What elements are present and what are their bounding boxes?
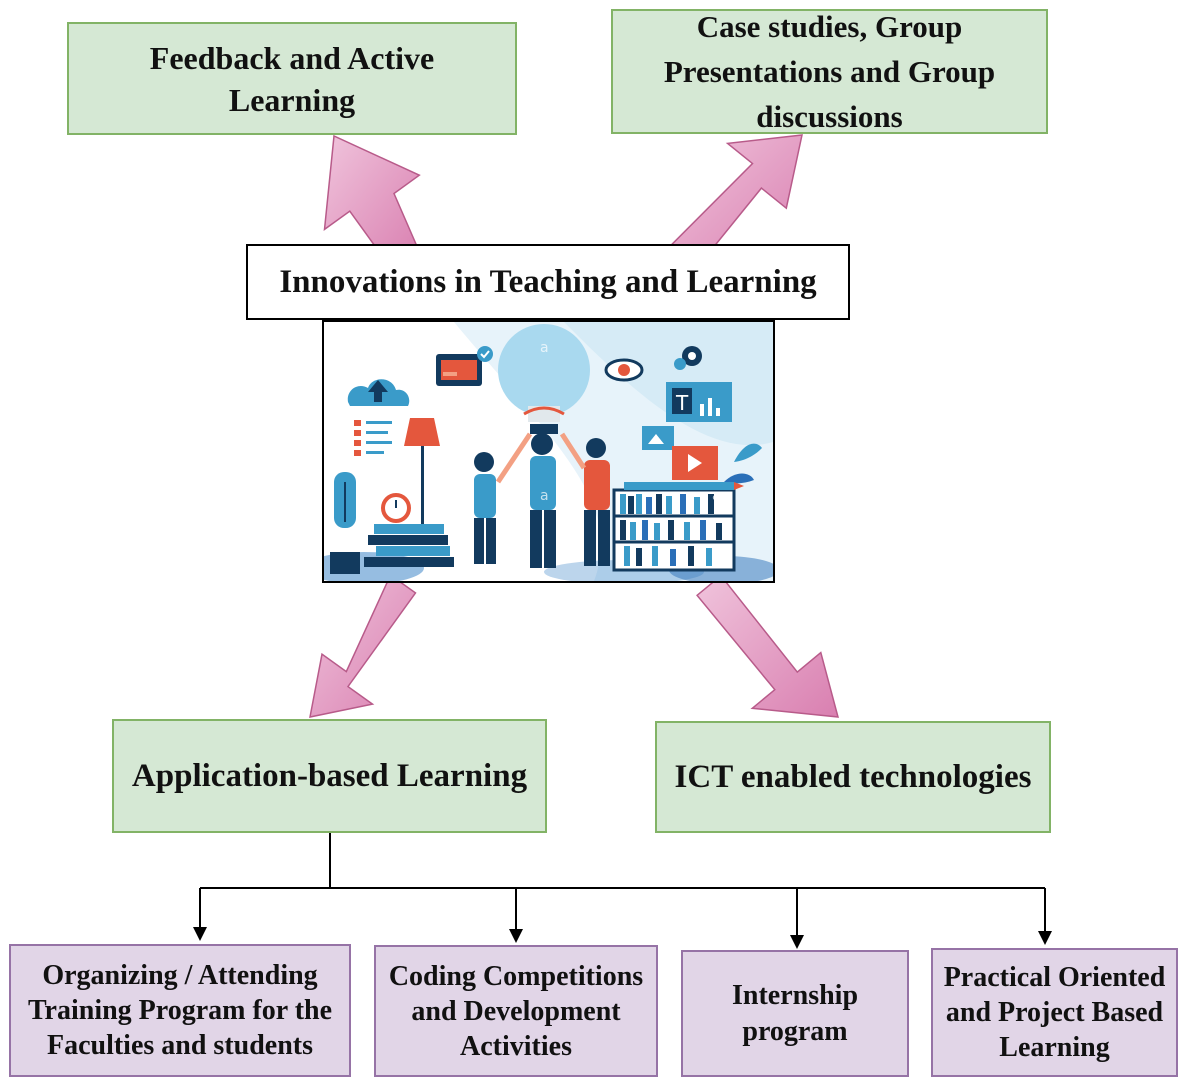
branch-arrowhead-4 [1038,931,1052,945]
practical-oriented-box: Practical Oriented and Project Based Lea… [931,948,1178,1077]
branch-arrowhead-1 [193,927,207,941]
feedback-active-learning-label: Feedback and Active Learning [149,39,435,118]
coding-competitions-label: Coding Competitions and Development Acti… [388,960,644,1062]
cloud-upload-icon [347,379,410,406]
credit-card-icon [436,346,493,386]
coding-competitions-box: Coding Competitions and Development Acti… [374,945,658,1077]
watermark-mark-3: a [712,488,721,504]
case-studies-box: Case studies, Group Presentations and Gr… [611,9,1048,134]
alarm-clock-icon [381,493,411,523]
practical-oriented-label: Practical Oriented and Project Based Lea… [943,962,1166,1063]
training-program-label: Organizing / Attending Training Program … [27,960,333,1061]
arrow-to-application [309,573,417,718]
text-chart-icon: T [666,382,732,422]
application-based-learning-label: Application-based Learning [131,757,528,794]
arrow-to-ict [696,574,840,718]
training-program-box: Organizing / Attending Training Program … [9,944,351,1077]
application-based-learning-box: Application-based Learning [112,719,547,833]
center-title-box: Innovations in Teaching and Learning [246,244,850,320]
lightbulb-icon [498,324,590,434]
illustration-art: T [324,322,773,581]
ict-enabled-technologies-box: ICT enabled technologies [655,721,1051,833]
feedback-active-learning-box: Feedback and Active Learning [67,22,517,135]
teaching-illustration: T [322,320,775,583]
text-chart-letter: T [675,391,689,415]
plant-icon [330,472,360,574]
internship-program-box: Internship program [681,950,909,1077]
lamp-icon [404,418,440,526]
internship-program-label: Internship program [731,979,859,1047]
center-title: Innovations in Teaching and Learning [279,263,817,300]
branch-arrowhead-3 [790,935,804,949]
watermark-mark-2: a [540,488,549,504]
watermark-mark-1: a [540,340,549,356]
ict-enabled-technologies-label: ICT enabled technologies [674,758,1032,795]
bookshelf-icon [612,488,736,572]
eye-icon [604,358,644,382]
play-video-icon [642,426,718,480]
pencil-icon [624,482,744,490]
branch-arrowhead-2 [509,929,523,943]
people-figures [474,432,610,568]
gear-icon [674,346,702,370]
case-studies-label: Case studies, Group Presentations and Gr… [663,9,996,134]
books-stack-icon [364,524,454,567]
checklist-icon [354,420,392,456]
